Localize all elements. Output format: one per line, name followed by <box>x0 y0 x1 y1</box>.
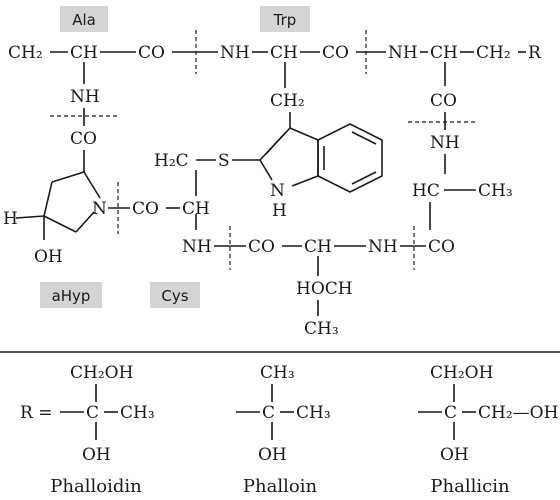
atom-co-cys: CO <box>132 199 159 219</box>
residue-tag-ahyp: aHyp <box>40 282 102 308</box>
atom-ch3-ala2: CH₃ <box>478 181 513 201</box>
residue-tag-trp: Trp <box>260 6 310 32</box>
atom-ch2-right: CH₂ <box>476 43 511 63</box>
residue-label-ala: Ala <box>72 11 96 29</box>
atom-r-group: R <box>528 43 542 63</box>
atom-hoch: HOCH <box>296 279 353 299</box>
variant-top: CH₂OH <box>70 363 133 383</box>
backbone-bottom-row: NH CO CH NH CO HOCH CH₃ <box>182 226 455 339</box>
atom-nh-trp: NH <box>220 43 250 63</box>
residue-label-ahyp: aHyp <box>52 287 91 305</box>
atom-co-trp: CO <box>322 43 349 63</box>
hydroxyproline-ring: N H OH <box>3 171 130 267</box>
residue-label-cys: Cys <box>161 287 188 305</box>
residue-tag-cys: Cys <box>150 282 200 308</box>
atom-ch-cys: CH <box>182 199 210 219</box>
atom-nh-ala2: NH <box>430 133 460 153</box>
atom-ch-trp: CH <box>270 43 298 63</box>
atom-nh-cys: NH <box>182 237 212 257</box>
r-variant-phalloin: CH₃ C CH₃ OH Phalloin <box>236 363 331 497</box>
residue-tag-ala: Ala <box>60 6 108 32</box>
atom-nh-right: NH <box>388 43 418 63</box>
left-column: NH CO <box>50 62 118 172</box>
atom-hc-ala2: HC <box>412 181 440 201</box>
variant-right: CH₃ <box>120 403 155 423</box>
variant-top: CH₂OH <box>430 363 493 383</box>
variant-bottom: OH <box>82 445 111 465</box>
right-column: CO NH HC CH₃ <box>408 62 513 230</box>
variant-center: C <box>262 403 275 423</box>
r-variant-phallicin: CH₂OH C CH₂—OH OH Phallicin <box>418 363 558 497</box>
backbone-top-row: CH₂ CH CO NH CH CO NH CH CH₂ R <box>8 43 542 63</box>
variant-bottom: OH <box>440 445 469 465</box>
variant-name-phalloin: Phalloin <box>243 476 318 497</box>
r-variant-phalloidin: CH₂OH C CH₃ OH Phalloidin <box>50 363 154 497</box>
atom-n-ring: N <box>92 199 107 219</box>
atom-co-ala: CO <box>138 43 165 63</box>
variant-right: CH₃ <box>296 403 331 423</box>
variant-bottom: OH <box>258 445 287 465</box>
atom-ch-thr: CH <box>304 237 332 257</box>
variant-right: CH₂—OH <box>478 403 558 423</box>
atom-ch2-left: CH₂ <box>8 43 43 63</box>
tryptophan-indole: CH₂ N H <box>259 62 383 221</box>
atom-h-ring: H <box>3 209 18 229</box>
variant-name-phallicin: Phallicin <box>430 476 510 497</box>
variant-center: C <box>444 403 457 423</box>
atom-co-bottom-right: CO <box>428 237 455 257</box>
residue-label-trp: Trp <box>273 11 297 29</box>
atom-co-hyp: CO <box>70 129 97 149</box>
variant-center: C <box>86 403 99 423</box>
atom-ch-right: CH <box>430 43 458 63</box>
atom-oh-ring: OH <box>34 247 63 267</box>
atom-ch-ala: CH <box>70 43 98 63</box>
atom-n-indole: N <box>270 181 285 201</box>
variant-top: CH₃ <box>260 363 295 383</box>
atom-ch3-thr: CH₃ <box>304 319 339 339</box>
atom-h2c-cys: H₂C <box>154 151 189 171</box>
variant-name-phalloidin: Phalloidin <box>50 476 142 497</box>
atom-co-right: CO <box>430 91 457 111</box>
atom-nh-bottom-mid: NH <box>368 237 398 257</box>
atom-s: S <box>218 151 230 171</box>
cysteine-residue: CO CH H₂C S <box>132 151 260 230</box>
r-definition-prefix: R = <box>20 403 52 423</box>
atom-co-bottom-mid: CO <box>248 237 275 257</box>
atom-ch2-trp: CH₂ <box>270 91 305 111</box>
atom-h-indole: H <box>272 201 287 221</box>
atom-nh-ala-down: NH <box>70 87 100 107</box>
